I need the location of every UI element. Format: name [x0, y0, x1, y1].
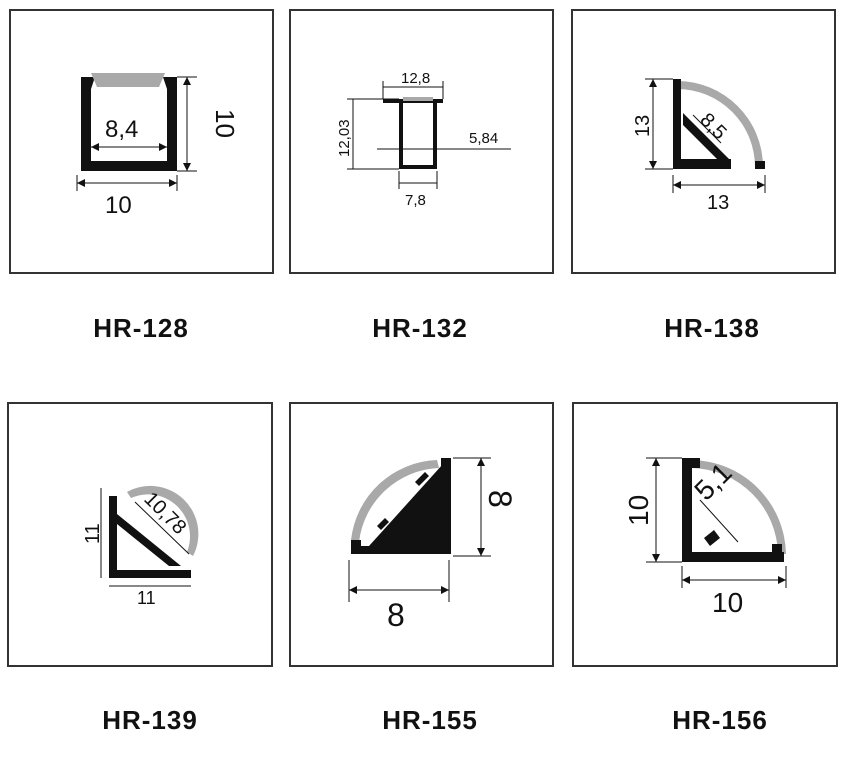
profile-card-hr-139: 11 10,78 11 — [7, 402, 273, 667]
model-label-hr-156: HR-156 — [672, 705, 768, 735]
diffuser-cover — [403, 97, 433, 101]
profile-card-hr-132: 12,8 12,03 5,84 7,8 — [289, 9, 554, 274]
dim-top: 12,8 — [401, 70, 430, 87]
dim-height: 13 — [632, 115, 654, 137]
dim-width: 10 — [105, 192, 132, 219]
channel-lip-left — [81, 77, 95, 89]
corner-fill — [369, 464, 443, 546]
corner-diagonal — [683, 113, 729, 159]
diffuser-cover — [351, 460, 439, 542]
profile-drawing-hr-155: 8 8 — [348, 457, 518, 633]
model-label-hr-132: HR-132 — [372, 313, 468, 343]
dim-height: 12,03 — [336, 119, 353, 157]
corner-diagonal — [117, 514, 181, 566]
dim-bottom: 7,8 — [405, 192, 426, 209]
dim-height: 8 — [482, 490, 518, 508]
model-label-hr-128: HR-128 — [93, 313, 189, 343]
dim-inner-width: 8,4 — [105, 116, 138, 143]
corner-body — [673, 79, 731, 169]
profile-card-hr-138: 13 8,5 13 — [571, 9, 836, 274]
diffuser-cover — [127, 485, 199, 556]
dim-height: 10 — [623, 495, 654, 526]
dim-width: 11 — [137, 588, 156, 608]
dim-width: 13 — [707, 192, 729, 214]
profile-drawing-hr-138: 13 8,5 13 — [632, 78, 766, 214]
model-label-hr-139: HR-139 — [102, 705, 198, 735]
dim-height: 10 — [210, 109, 240, 138]
channel-lip-right — [163, 77, 177, 89]
model-label-hr-138: HR-138 — [664, 313, 760, 343]
dim-width: 8 — [387, 597, 405, 633]
model-label-hr-155: HR-155 — [382, 705, 478, 735]
profile-drawing-hr-139: 11 10,78 11 — [82, 485, 199, 608]
diffuser-cover — [677, 81, 763, 167]
channel-body — [399, 103, 437, 169]
profile-card-hr-155: 8 8 — [289, 402, 554, 667]
dim-height: 11 — [82, 523, 104, 544]
profile-drawing-hr-132: 12,8 12,03 5,84 7,8 — [336, 70, 511, 209]
profile-drawing-hr-128: 8,4 10 10 — [76, 73, 240, 219]
profile-card-hr-156: 10 5,1 10 — [572, 402, 838, 667]
dim-depth: 5,84 — [469, 130, 498, 147]
diffuser-cover — [91, 73, 165, 87]
profile-drawing-hr-156: 10 5,1 10 — [623, 457, 787, 618]
profile-card-hr-128: 8,4 10 10 — [9, 9, 274, 274]
dim-width: 10 — [712, 587, 743, 618]
diffuser-cover — [692, 460, 786, 554]
